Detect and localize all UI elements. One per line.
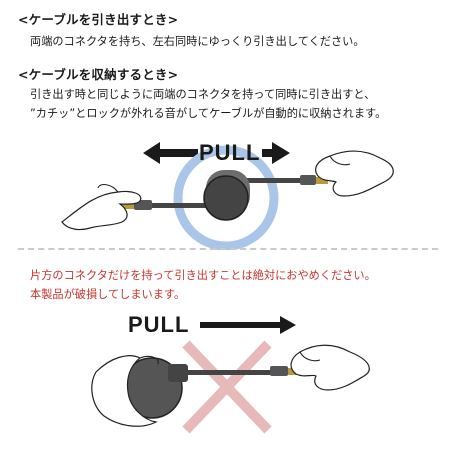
illustration-both-hands-pull xyxy=(61,142,394,250)
warning-line2: 本製品が破損してしまいます。 xyxy=(30,288,186,301)
cable-left xyxy=(150,203,212,208)
right-connector xyxy=(300,175,316,185)
right-connector xyxy=(270,366,288,376)
pull-label-1: PULL xyxy=(199,140,261,165)
cable xyxy=(180,370,272,375)
section-pull-out-heading: <ケーブルを引き出すとき> xyxy=(18,12,179,27)
right-hand-icon xyxy=(315,150,394,197)
right-arrow-icon xyxy=(200,316,296,334)
cable-right xyxy=(238,178,302,183)
reel-icon xyxy=(203,175,249,221)
left-hand-icon xyxy=(61,190,142,231)
right-connector-tip xyxy=(316,177,328,184)
left-hand-icon xyxy=(91,355,158,427)
illustration-one-hand-pull-prohibited xyxy=(91,316,370,434)
right-arrow-icon xyxy=(262,142,290,164)
right-hand-icon xyxy=(290,344,370,391)
section-pull-out-text: 両端のコネクタを持ち、左右同時にゆっくり引き出してください。 xyxy=(30,35,365,48)
pull-label-2: PULL xyxy=(128,312,190,337)
section-retract-heading: <ケーブルを収納するとき> xyxy=(18,67,179,82)
highlight-ring xyxy=(173,145,279,250)
section-divider xyxy=(18,248,438,250)
left-connector-tip xyxy=(120,202,134,209)
warning-line1: 片方のコネクタだけを持って引き出すことは絶対におやめください。 xyxy=(30,269,376,282)
section-retract-line2: ”カチッ”とロックが外れる音がしてケーブルが自動的に収納されます。 xyxy=(30,107,387,120)
section-retract-line1: 引き出す時と同じように両端のコネクタを持って同時に引き出すと、 xyxy=(30,88,376,101)
left-arrow-icon xyxy=(143,142,198,164)
